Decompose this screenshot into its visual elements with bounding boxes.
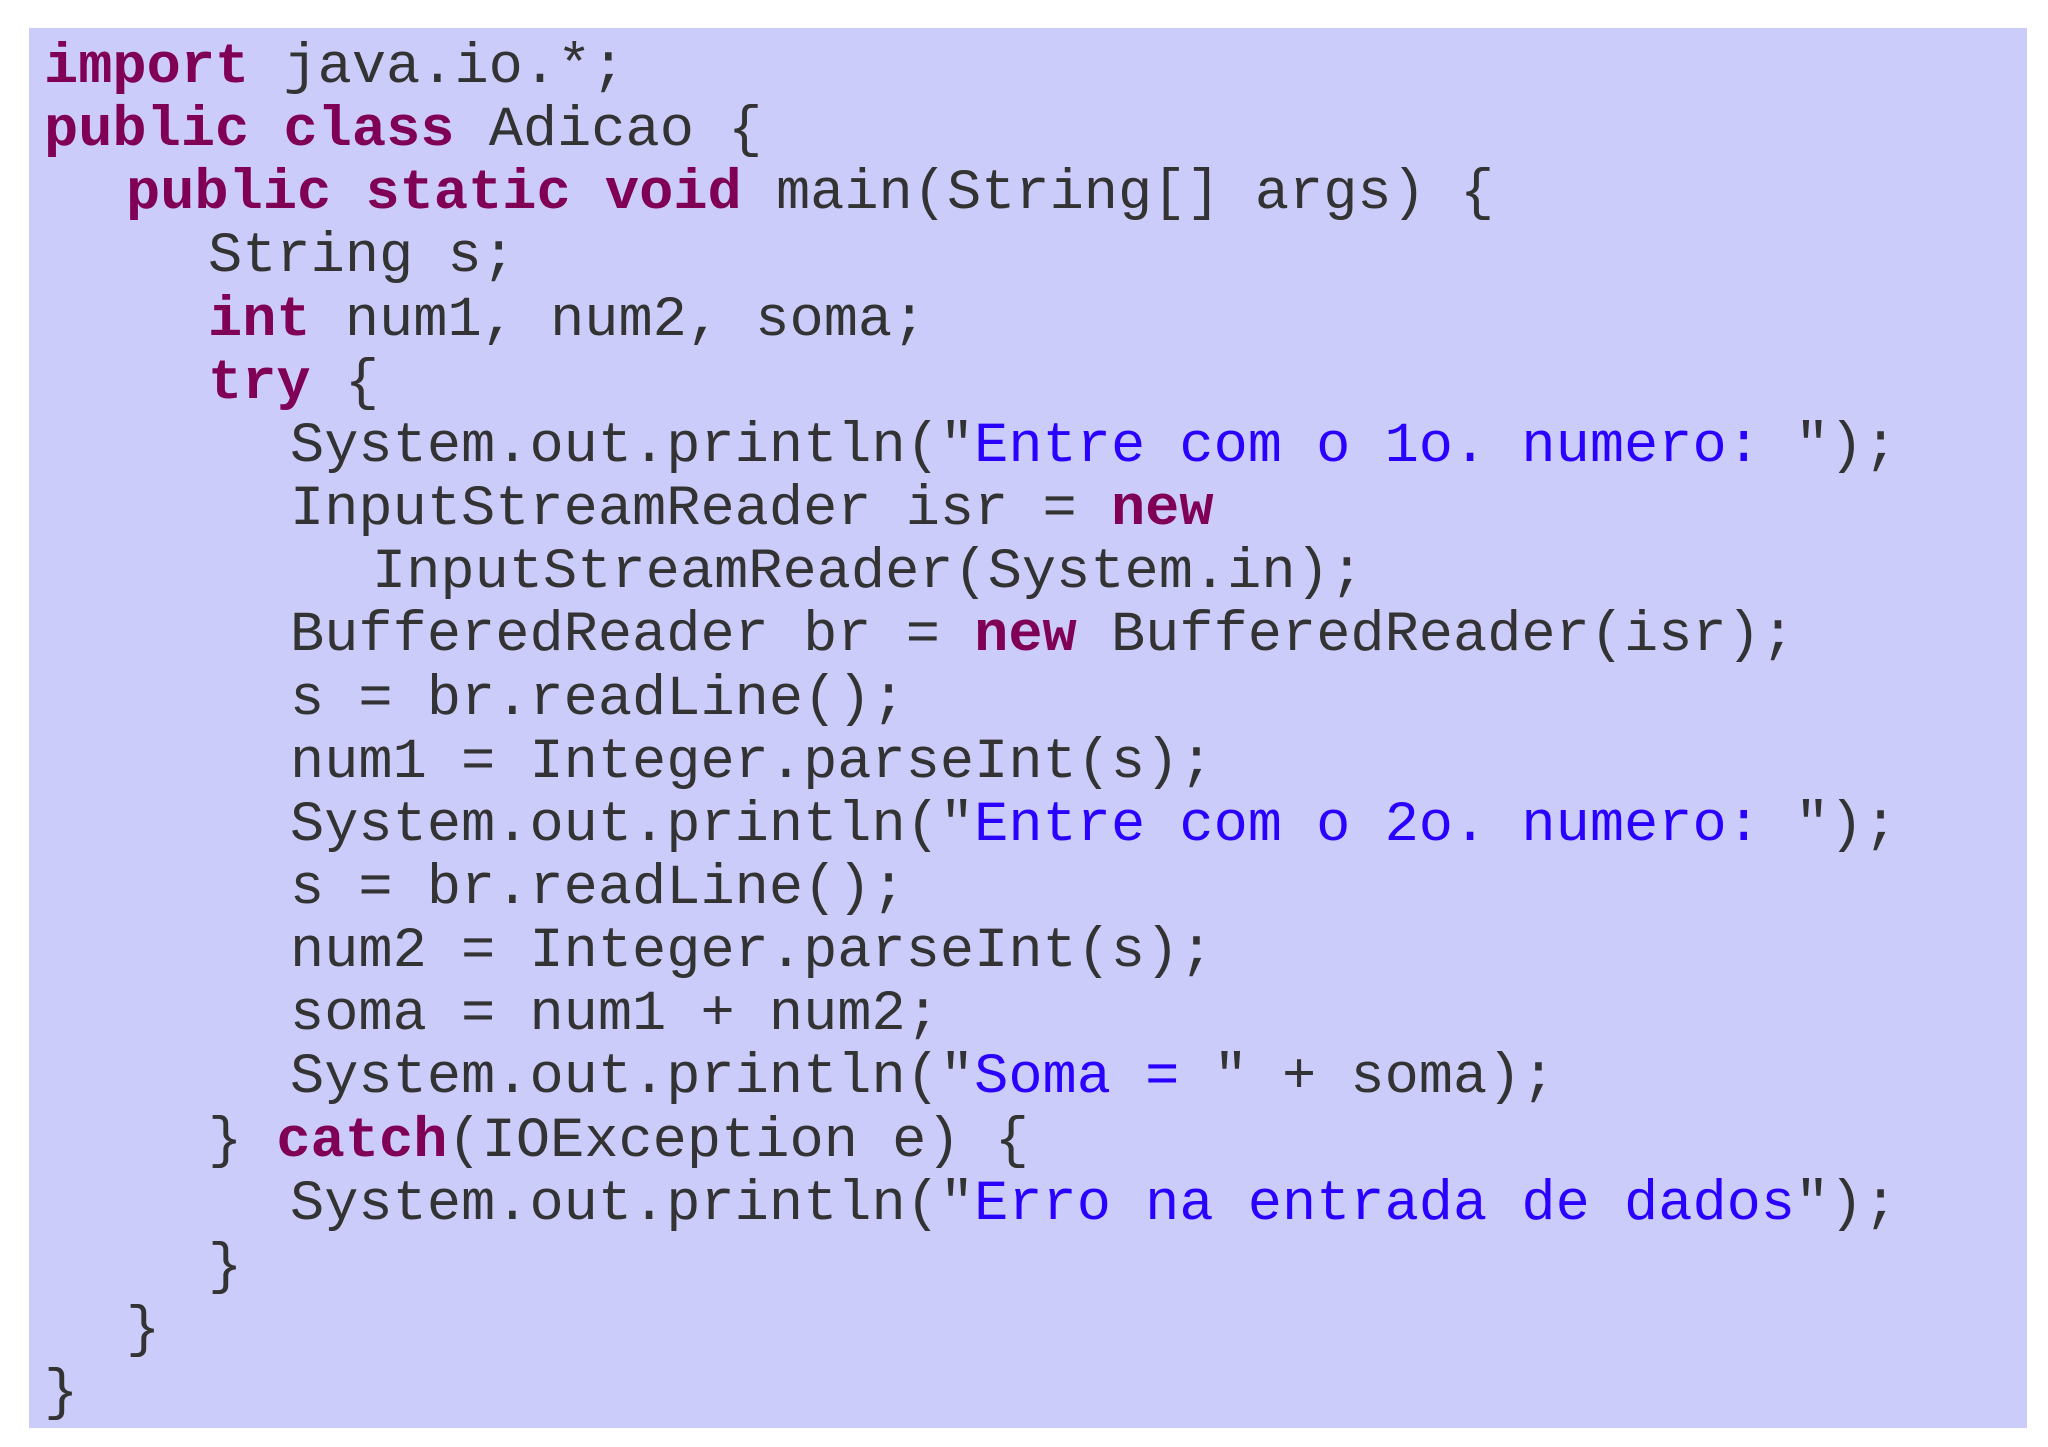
string-literal: Entre com o 2o. numero: — [974, 793, 1796, 858]
code-text: "); — [1795, 793, 1898, 858]
code-text: } — [208, 1109, 277, 1174]
code-text — [571, 162, 605, 226]
code-line: BufferedReader br = new BufferedReader(i… — [290, 605, 1795, 668]
keyword-token: void — [604, 162, 742, 227]
code-line: } — [44, 1363, 78, 1426]
code-text: soma = num1 + num2; — [290, 983, 940, 1048]
string-literal: Entre com o 1o. numero: — [974, 414, 1796, 479]
code-line: import java.io.*; — [44, 37, 626, 100]
code-line: InputStreamReader(System.in); — [372, 542, 1364, 605]
keyword-token: new — [1110, 478, 1214, 543]
keyword-token: new — [974, 604, 1077, 669]
code-text: BufferedReader(isr); — [1076, 604, 1796, 669]
code-text: System.out.println(" — [290, 1172, 975, 1237]
code-text: System.out.println(" — [290, 414, 975, 479]
code-text: { — [310, 351, 380, 416]
code-text: s = br.readLine(); — [290, 667, 906, 732]
keyword-token: int — [208, 288, 311, 353]
code-text: (IOException e) { — [447, 1109, 1029, 1174]
keyword-token: static — [365, 162, 571, 227]
code-text: num2 = Integer.parseInt(s); — [290, 920, 1214, 985]
code-line: num2 = Integer.parseInt(s); — [290, 921, 1214, 984]
code-line: public class Adicao { — [44, 100, 762, 163]
code-text — [331, 162, 365, 226]
code-block: import java.io.*;public class Adicao {pu… — [29, 28, 2027, 1428]
code-text: main(String[] args) { — [741, 162, 1495, 227]
code-text: num1, num2, soma; — [310, 288, 927, 353]
code-text: java.io.*; — [249, 36, 626, 100]
keyword-token: class — [283, 99, 455, 164]
code-line: System.out.println("Soma = " + soma); — [290, 1047, 1556, 1110]
string-literal: Erro na entrada de dados — [974, 1172, 1796, 1237]
code-text: System.out.println(" — [290, 793, 975, 858]
code-line: try { — [208, 351, 380, 416]
code-text: } — [44, 1362, 79, 1427]
code-text: num1 = Integer.parseInt(s); — [290, 730, 1214, 795]
keyword-token: catch — [276, 1109, 448, 1174]
code-text: Adicao { — [454, 99, 763, 164]
code-text — [249, 99, 283, 163]
code-text: "); — [1795, 414, 1898, 479]
code-text: String s; — [208, 225, 516, 290]
keyword-token: import — [44, 36, 250, 100]
code-text: " + soma); — [1213, 1046, 1556, 1111]
code-text: } — [208, 1235, 243, 1300]
code-line: InputStreamReader isr = new — [290, 479, 1214, 542]
code-line: s = br.readLine(); — [290, 856, 906, 921]
code-line: s = br.readLine(); — [290, 667, 906, 732]
code-line: } catch(IOException e) { — [208, 1109, 1029, 1174]
code-line: soma = num1 + num2; — [290, 984, 940, 1047]
code-text: InputStreamReader(System.in); — [372, 541, 1364, 606]
code-line: } — [126, 1300, 160, 1363]
code-text: s = br.readLine(); — [290, 856, 906, 921]
keyword-token: try — [208, 351, 311, 416]
code-line: public static void main(String[] args) { — [126, 163, 1494, 226]
string-literal: Soma = — [974, 1046, 1214, 1111]
code-line: System.out.println("Erro na entrada de d… — [290, 1172, 1898, 1237]
code-line: int num1, num2, soma; — [208, 288, 927, 353]
keyword-token: public — [126, 162, 332, 227]
code-text: } — [126, 1299, 161, 1363]
code-text: System.out.println(" — [290, 1046, 975, 1111]
code-line: } — [208, 1235, 243, 1300]
code-line: num1 = Integer.parseInt(s); — [290, 730, 1214, 795]
code-text: BufferedReader br = — [290, 604, 975, 669]
code-text: "); — [1795, 1172, 1898, 1237]
keyword-token: public — [44, 99, 250, 164]
code-line: System.out.println("Entre com o 2o. nume… — [290, 793, 1898, 858]
code-line: String s; — [208, 226, 516, 289]
code-line: System.out.println("Entre com o 1o. nume… — [290, 414, 1898, 479]
code-text: InputStreamReader isr = — [290, 478, 1111, 543]
